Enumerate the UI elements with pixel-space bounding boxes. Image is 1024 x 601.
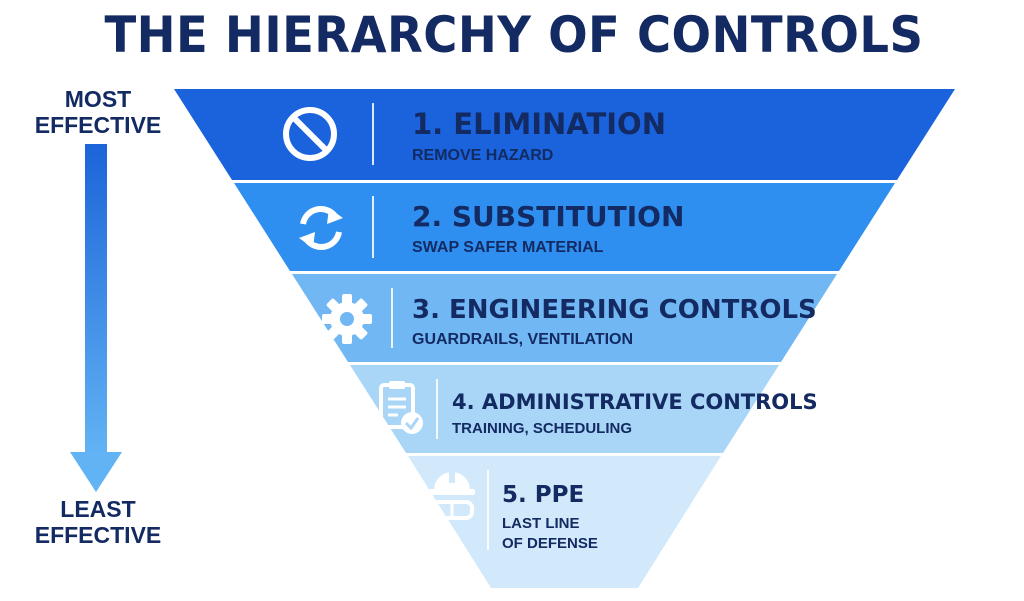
effectiveness-arrow-icon [70,144,122,492]
tier-ppe-band [408,456,721,588]
page-title: THE HIERARCHY OF CONTROLS [104,6,924,64]
tier-ppe-subtitle-line-2: OF DEFENSE [502,535,598,552]
tier-engineering: 3. ENGINEERING CONTROLS GUARDRAILS, VENT… [0,274,1024,362]
least-effective-label: LEAST EFFECTIVE [18,496,178,548]
most-effective-line-1: MOST [64,86,132,112]
most-effective-label: MOST EFFECTIVE [18,86,178,138]
tier-administrative-divider [436,379,438,439]
tier-elimination-title: 1. ELIMINATION [412,107,666,141]
tier-elimination-band [174,89,955,180]
tier-substitution-divider [372,196,374,258]
tier-substitution-band [234,183,895,271]
tier-elimination-text: 1. ELIMINATION REMOVE HAZARD [412,107,666,165]
tier-substitution-subtitle: SWAP SAFER MATERIAL [412,239,604,256]
tier-ppe-title: 5. PPE [502,482,585,508]
gear-icon [322,294,372,344]
tier-administrative-subtitle: TRAINING, SCHEDULING [452,420,632,437]
prohibited-icon [283,107,337,161]
tier-ppe-divider [487,470,489,550]
most-effective-line-2: EFFECTIVE [34,112,162,138]
tier-elimination: 1. ELIMINATION REMOVE HAZARD [0,89,1024,180]
tier-administrative-title: 4. ADMINISTRATIVE CONTROLS [452,390,818,414]
hardhat-goggles-icon [429,471,475,520]
tier-administrative-band [350,365,779,453]
tier-engineering-text: 3. ENGINEERING CONTROLS GUARDRAILS, VENT… [412,295,817,349]
swap-arrows-icon [299,206,343,250]
tier-ppe: 5. PPE LAST LINE OF DEFENSE [0,456,1024,588]
tier-elimination-subtitle: REMOVE HAZARD [412,147,554,164]
least-effective-line-2: EFFECTIVE [34,522,162,548]
tier-engineering-divider [391,288,393,348]
tier-administrative: 4. ADMINISTRATIVE CONTROLS TRAINING, SCH… [0,365,1024,453]
clipboard-check-icon [379,381,423,434]
tier-engineering-band [292,274,837,362]
tier-substitution-text: 2. SUBSTITUTION SWAP SAFER MATERIAL [412,200,684,257]
tier-substitution-title: 2. SUBSTITUTION [412,200,685,233]
tier-engineering-title: 3. ENGINEERING CONTROLS [412,295,817,325]
tier-substitution: 2. SUBSTITUTION SWAP SAFER MATERIAL [0,183,1024,271]
tier-ppe-subtitle-line-1: LAST LINE [502,515,580,532]
tier-engineering-subtitle: GUARDRAILS, VENTILATION [412,331,634,348]
tier-elimination-divider [372,103,374,165]
tier-administrative-text: 4. ADMINISTRATIVE CONTROLS TRAINING, SCH… [452,390,818,437]
least-effective-line-1: LEAST [60,496,136,522]
tier-ppe-text: 5. PPE LAST LINE OF DEFENSE [502,482,598,554]
